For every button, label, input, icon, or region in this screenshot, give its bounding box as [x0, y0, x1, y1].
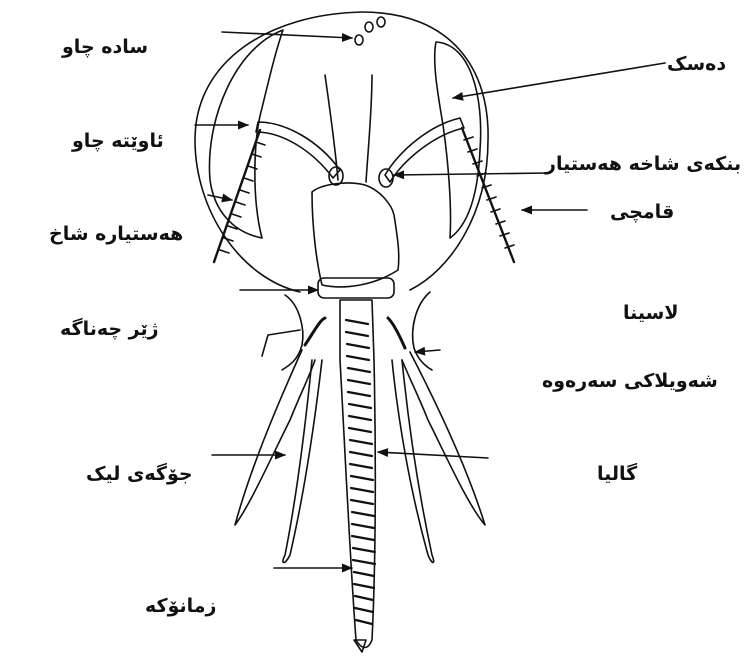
label-labial-palp: جۆگەی لیک	[86, 465, 193, 484]
label-labrum: لاسینا	[623, 304, 678, 323]
label-compound-eye: ئاوێته چاو	[72, 132, 164, 151]
label-flagellum: قامچی	[610, 203, 674, 222]
label-maxillary-palp: شەویلاکی سەرەوە	[542, 372, 718, 391]
label-glossa: زمانۆکە	[145, 597, 216, 616]
antenna-scape-right	[385, 118, 464, 182]
clypeus-shape	[312, 183, 399, 287]
label-galea: گالیا	[597, 465, 637, 484]
label-antenna: هەستیارە شاخ	[49, 225, 183, 244]
antenna-scape-left	[256, 122, 340, 178]
ocellus	[365, 22, 373, 32]
ocellus	[377, 17, 385, 27]
head-capsule	[195, 12, 488, 292]
glossa-shape	[340, 300, 375, 648]
label-submentum: ژێر چەناگە	[60, 320, 159, 339]
labial-palp-right	[392, 360, 434, 563]
antenna-left	[214, 130, 265, 262]
pointer-lines	[195, 32, 665, 568]
label-simple-eye: ساده چاو	[62, 38, 148, 57]
labrum-shape	[318, 278, 394, 298]
label-clypeus: دەسک	[667, 55, 726, 74]
label-antenna-base: بنکەی شاخە هەستیار	[545, 155, 741, 174]
ocellus	[355, 35, 363, 45]
